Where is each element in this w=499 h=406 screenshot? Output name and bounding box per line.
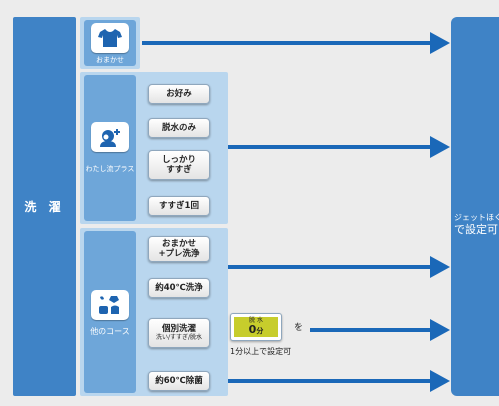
spin-label: 脱 水 xyxy=(249,317,263,324)
arrow-kobetsu-line xyxy=(310,328,432,332)
arrow-kobetsu-head xyxy=(430,319,450,341)
target-column: ジェットほぐし で設定可 xyxy=(451,17,499,396)
other-label: 他のコース xyxy=(90,327,130,336)
person-plus-icon xyxy=(91,122,129,152)
arrow-wash60-line xyxy=(228,379,432,383)
wash40-button[interactable]: 約40℃洗浄 xyxy=(148,278,210,298)
kobetsu-label: 個別洗濯 xyxy=(161,324,196,334)
susugi-once-button[interactable]: すすぎ1回 xyxy=(148,196,210,216)
dassui-only-button[interactable]: 脱水のみ xyxy=(148,118,210,138)
watashi-mode[interactable]: わたし流プラス xyxy=(84,75,136,221)
watashi-label: わたし流プラス xyxy=(85,165,135,173)
particle-text: を xyxy=(294,323,304,333)
jet-label: ジェットほぐし xyxy=(454,213,499,222)
spin-value: 0 xyxy=(248,323,257,336)
arrow-omakase-pre-head xyxy=(430,256,450,278)
wash60-label: 約60℃除菌 xyxy=(155,376,203,386)
spin-note: 1分以上で設定可 xyxy=(230,347,292,356)
spin-display: 脱 水 0分 xyxy=(234,317,278,337)
spin-value-row: 0分 xyxy=(249,324,264,337)
arrow-wash60-head xyxy=(430,370,450,392)
arrow-watashi-head xyxy=(430,136,450,158)
dassui-only-label: 脱水のみ xyxy=(161,123,196,133)
susugi-once-label: すすぎ1回 xyxy=(159,201,199,211)
wash60-button[interactable]: 約60℃除菌 xyxy=(148,371,210,391)
wash-column: 洗 濯 xyxy=(13,17,76,396)
omakase-mode[interactable]: おまかせ xyxy=(84,20,136,66)
spin-dial[interactable]: 脱 水 0分 xyxy=(230,313,282,341)
shikkari-susugi-button[interactable]: しっかり すすぎ xyxy=(148,150,210,180)
omakase-pre-line1: おまかせ xyxy=(161,239,196,249)
kobetsu-button[interactable]: 個別洗濯 洗い/すすぎ/脱水 xyxy=(148,318,210,348)
arrow-watashi-line xyxy=(228,145,432,149)
arrow-omakase-head xyxy=(430,32,450,54)
omakase-pre-button[interactable]: おまかせ +プレ洗浄 xyxy=(148,236,210,262)
arrow-omakase-pre-line xyxy=(228,265,432,269)
shirt-icon xyxy=(91,23,129,53)
okonomi-label: お好み xyxy=(166,89,192,99)
wash40-label: 約40℃洗浄 xyxy=(155,283,203,293)
spin-unit: 分 xyxy=(256,327,264,335)
okonomi-button[interactable]: お好み xyxy=(148,84,210,104)
wash-label: 洗 濯 xyxy=(24,200,65,214)
arrow-omakase-line xyxy=(142,41,432,45)
kobetsu-sub-label: 洗い/すすぎ/脱水 xyxy=(155,334,203,341)
shikkari-label: しっかり xyxy=(161,155,196,165)
omakase-label: おまかせ xyxy=(96,56,124,64)
course-icon xyxy=(91,290,129,320)
target-text: ジェットほぐし で設定可 xyxy=(454,213,499,237)
setting-note: で設定可 xyxy=(454,223,498,236)
susugi-label: すすぎ xyxy=(166,165,192,175)
other-mode[interactable]: 他のコース xyxy=(84,231,136,393)
omakase-pre-line2: +プレ洗浄 xyxy=(158,249,200,259)
